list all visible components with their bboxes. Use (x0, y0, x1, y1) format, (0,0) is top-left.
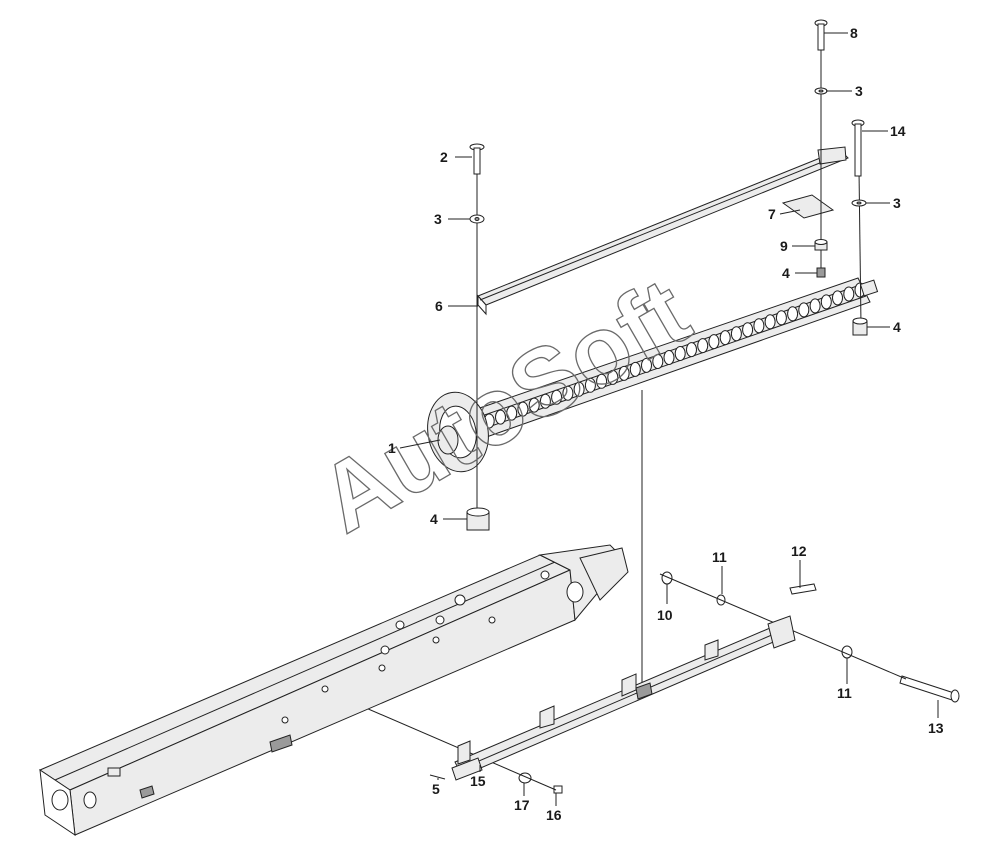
chain-link (775, 310, 787, 326)
chain-link (753, 318, 765, 334)
callout-5: 5 (432, 781, 440, 797)
chain-link (506, 405, 518, 421)
boom-hole (540, 570, 550, 580)
callout-17: 17 (514, 797, 530, 813)
boom-hole (321, 685, 329, 693)
callout-10: 10 (657, 607, 673, 623)
chain-link (843, 286, 855, 302)
lower-mounting-rail (451, 615, 796, 781)
callout-4: 4 (782, 265, 790, 281)
callout-16: 16 (546, 807, 562, 823)
chain-link (742, 322, 754, 338)
chain-link (798, 302, 810, 318)
main-boom (38, 544, 629, 837)
chain-end-loop (427, 391, 489, 473)
chain-link (495, 409, 506, 425)
chain-link (641, 357, 652, 373)
boom-hole (380, 645, 390, 655)
callout-3: 3 (893, 195, 901, 211)
callout-labels: 8 3 14 2 3 3 7 9 4 6 4 1 4 11 12 10 11 1… (388, 25, 944, 823)
boom-hole (432, 636, 440, 644)
chain-link (652, 354, 664, 369)
watermark: AutoSoft (301, 257, 707, 554)
chain-link (686, 342, 697, 358)
callout-2: 2 (440, 149, 448, 165)
chain-link (517, 401, 529, 417)
callout-13: 13 (928, 720, 944, 736)
callout-3: 3 (855, 83, 863, 99)
callout-8: 8 (850, 25, 858, 41)
callout-14: 14 (890, 123, 906, 139)
boom-hole (435, 615, 445, 625)
chain-link (618, 365, 630, 381)
bracket-plate (781, 194, 835, 219)
svg-text:AutoSoft: AutoSoft (302, 258, 706, 553)
chain-link (708, 334, 720, 350)
callout-7: 7 (768, 206, 776, 222)
callout-4: 4 (430, 511, 438, 527)
callout-3: 3 (434, 211, 442, 227)
chain-link (551, 389, 563, 405)
callout-11: 11 (837, 685, 852, 701)
chain-link (584, 377, 596, 393)
boom-hole (281, 716, 289, 724)
chain-link (730, 326, 742, 342)
boom-hole (488, 616, 496, 624)
chain-link (663, 350, 675, 365)
chain-link (596, 373, 608, 389)
bolt-axis-lines (476, 48, 862, 688)
chain-link (562, 385, 574, 401)
chain-link (764, 314, 776, 330)
chain-link (820, 294, 832, 310)
chain-link (539, 393, 551, 409)
callout-1: 1 (388, 440, 396, 456)
chain-link (697, 338, 709, 354)
hardware (429, 19, 960, 794)
chain-link (607, 369, 619, 385)
chain-link (629, 361, 641, 377)
upper-guide-rail (477, 146, 849, 316)
callout-leaders (399, 32, 939, 806)
chain-link (573, 381, 585, 397)
boom-hole (454, 594, 466, 606)
chain-link (719, 330, 731, 346)
callout-6: 6 (435, 298, 443, 314)
callout-15: 15 (470, 773, 486, 789)
callout-9: 9 (780, 238, 788, 254)
chain-link (787, 306, 799, 322)
callout-4: 4 (893, 319, 901, 335)
chain-link (528, 397, 540, 413)
chain-link (832, 290, 843, 306)
chain-link (674, 346, 686, 361)
boom-hole (395, 620, 405, 630)
boom-hole (378, 664, 386, 672)
callout-12: 12 (791, 543, 807, 559)
chain-link (809, 298, 821, 314)
callout-11: 11 (712, 549, 727, 565)
